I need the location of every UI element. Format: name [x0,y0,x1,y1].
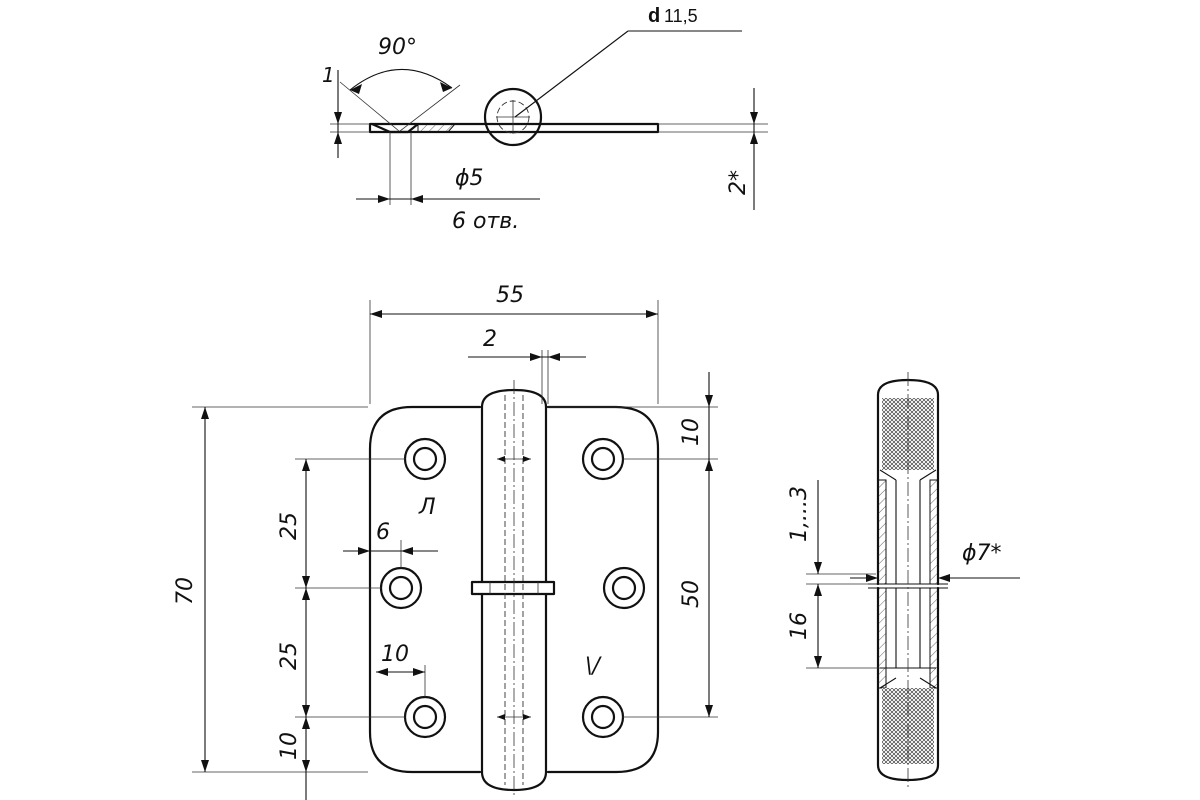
hole-mid-left [379,566,423,610]
section-view: 1,...3 16 ϕ7* [787,372,1020,790]
top-offset-label: 10 [679,418,704,446]
top-plate [368,122,660,134]
thickness-label: 1 [322,63,335,87]
top-view: 90° 1 ϕ5 6 отв. d 11,5 2* [322,5,768,234]
knuckle-circle [483,87,543,147]
hole-top-left [403,437,447,481]
bottom-offset-label: 10 [277,732,302,760]
pitch-label-upper: 25 [277,512,302,540]
hole-diameter-label: ϕ5 [455,166,484,191]
hole-mid-right [602,566,646,610]
hole-span-label: 50 [679,580,704,608]
knuckle-diameter-value: 11,5 [664,6,698,26]
front-view: Л \/ 55 2 70 25 25 10 [173,283,718,800]
countersink-hatch [417,123,457,133]
right-hand-mark: \/ [585,654,602,679]
hole-edge-label: 6 [376,520,390,545]
pin-diameter-label: ϕ7* [962,541,1002,566]
left-leaf [368,405,482,774]
hole-bottom-right [581,695,625,739]
knuckle-diameter-prefix: d [648,5,660,27]
lower-hole-edge-label: 10 [381,642,409,667]
angle-label: 90° [378,35,417,60]
clearance-label: 1,...3 [787,486,812,542]
holes-count-label: 6 отв. [452,209,519,234]
gap-label-top: 2* [726,170,751,195]
hole-top-right [581,437,625,481]
gap-label-front: 2 [483,327,497,352]
left-hand-mark: Л [418,495,436,520]
hole-bottom-left [403,695,447,739]
section-length-label: 16 [787,612,812,640]
right-leaf [546,405,660,774]
width-label: 55 [496,283,524,308]
knuckle-collar [470,580,556,596]
pitch-label-lower: 25 [277,642,302,670]
height-label: 70 [173,577,198,605]
